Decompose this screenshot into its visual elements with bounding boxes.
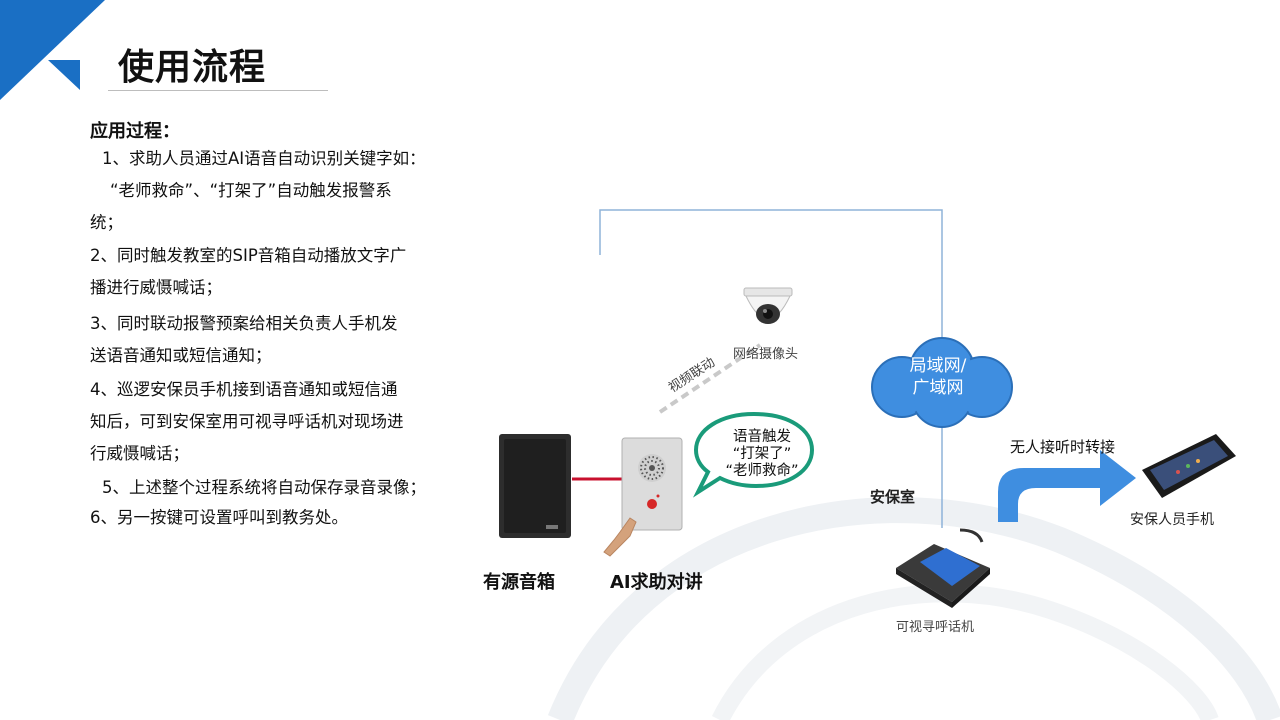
step-line: 统； xyxy=(90,213,123,232)
step-line: 6、另一按键可设置呼叫到教务处。 xyxy=(90,508,348,527)
step-line: 播进行威慑喊话； xyxy=(90,278,222,297)
forward-label: 无人接听时转接 xyxy=(1010,438,1116,456)
speaker-label: 有源音箱 xyxy=(483,572,555,593)
mobile-label: 安保人员手机 xyxy=(1130,512,1214,528)
cloud-line: 广域网 xyxy=(912,378,964,398)
intercom-label: AI求助对讲 xyxy=(610,572,703,593)
step-line: 3、同时联动报警预案给相关负责人手机发 xyxy=(90,314,398,333)
cloud-label: 局域网/ 广域网 xyxy=(888,355,988,399)
step-line: 2、同时触发教室的SIP音箱自动播放文字广 xyxy=(90,246,407,265)
title-divider xyxy=(108,90,328,91)
speech-bubble-text: 语音触发 “打架了” “老师救命” xyxy=(712,429,812,480)
step-6: 6、另一按键可设置呼叫到教务处。 xyxy=(90,502,348,534)
bubble-line: “打架了” xyxy=(732,446,792,462)
smartphone-icon xyxy=(1142,434,1236,498)
step-1: 1、求助人员通过AI语音自动识别关键字如： “老师救命”、“打架了”自动触发报警… xyxy=(90,143,426,239)
security-room-label: 安保室 xyxy=(870,488,916,506)
bubble-line: “老师救命” xyxy=(725,463,799,479)
section-heading: 应用过程： xyxy=(90,121,180,142)
dome-camera-icon xyxy=(743,287,793,324)
speaker-icon xyxy=(499,434,571,538)
step-line: 行威慑喊话； xyxy=(90,444,189,463)
cloud-line: 局域网/ xyxy=(909,356,967,376)
step-line: 4、巡逻安保员手机接到语音通知或短信通 xyxy=(90,380,398,399)
intercom-icon xyxy=(621,437,683,531)
bubble-line: 语音触发 xyxy=(733,429,791,445)
step-5: 5、上述整个过程系统将自动保存录音录像； xyxy=(90,472,426,504)
step-line: 送语音通知或短信通知； xyxy=(90,346,272,365)
speech-bubble xyxy=(692,411,815,498)
step-line: 5、上述整个过程系统将自动保存录音录像； xyxy=(102,478,426,497)
camera-label: 网络摄像头 xyxy=(733,347,799,362)
page-title: 使用流程 xyxy=(118,47,267,88)
step-4: 4、巡逻安保员手机接到语音通知或短信通 知后，可到安保室用可视寻呼话机对现场进 … xyxy=(90,374,404,470)
corner-decoration xyxy=(0,0,105,100)
step-line: “老师救命”、“打架了”自动触发报警系 xyxy=(110,181,392,200)
step-line: 知后，可到安保室用可视寻呼话机对现场进 xyxy=(90,412,404,431)
step-2: 2、同时触发教室的SIP音箱自动播放文字广 播进行威慑喊话； xyxy=(90,240,406,304)
cloud-icon xyxy=(871,337,1013,428)
hand-pointer-icon xyxy=(603,517,637,557)
step-3: 3、同时联动报警预案给相关负责人手机发 送语音通知或短信通知； xyxy=(90,308,398,372)
forward-arrow-icon xyxy=(998,450,1136,522)
paging-phone-icon xyxy=(896,528,990,608)
step-line: 1、求助人员通过AI语音自动识别关键字如： xyxy=(102,149,426,168)
paging-phone-label: 可视寻呼话机 xyxy=(896,620,975,635)
